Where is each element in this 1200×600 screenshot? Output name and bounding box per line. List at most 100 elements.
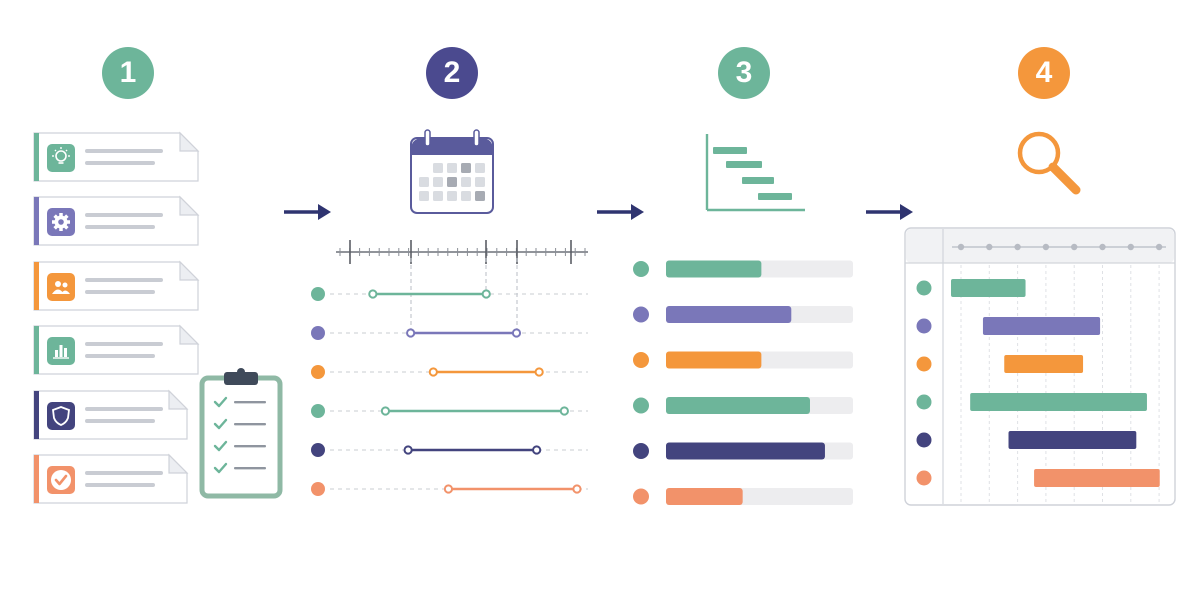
gantt-bar <box>1004 355 1084 373</box>
timeline-row-dot <box>311 365 325 379</box>
progress-fill <box>666 442 825 460</box>
chart-bar <box>55 350 58 357</box>
user-body <box>52 289 64 294</box>
task-card-fold <box>168 453 189 474</box>
user-head <box>62 282 68 288</box>
clipboard-check <box>213 440 228 452</box>
clipboard-board <box>199 375 283 499</box>
step-badge-1: 1 <box>102 47 154 99</box>
step-badge-4: 4 <box>1018 47 1070 99</box>
magnifier-icon <box>1017 131 1081 195</box>
check-circle-icon <box>51 470 71 490</box>
calendar-day <box>447 177 457 187</box>
progress-row-dot <box>633 352 649 368</box>
timeline-row <box>311 365 588 379</box>
gantt-header-marker <box>1014 243 1021 251</box>
gantt-row <box>916 317 1101 335</box>
gantt-row-dot <box>916 318 932 334</box>
task-card <box>33 260 200 311</box>
clipboard-check <box>213 418 228 430</box>
timeline-start-node <box>443 484 454 494</box>
task-card-line <box>85 290 155 294</box>
calendar-day <box>447 191 457 201</box>
bar-chart-icon <box>53 345 69 359</box>
gantt-row <box>916 431 1137 449</box>
gantt-row-dot <box>916 432 932 448</box>
timeline-row <box>311 443 588 457</box>
gantt-icon-bar <box>713 147 747 154</box>
gantt-header-marker <box>1127 243 1135 251</box>
user-head <box>55 281 61 287</box>
calendar-day <box>475 191 485 201</box>
gantt-panel-header <box>906 229 1174 263</box>
timeline-row-dot <box>311 326 325 340</box>
calendar-day <box>447 163 457 173</box>
gantt-row-dot <box>916 280 932 296</box>
progress-row-dot <box>633 443 649 459</box>
task-card-accent <box>34 197 39 245</box>
timeline-column <box>311 240 588 496</box>
calendar-ring <box>424 129 431 147</box>
progress-row <box>633 488 853 505</box>
shield-outline <box>52 406 70 426</box>
task-card-accent <box>34 262 39 310</box>
timeline-end-node <box>481 289 491 299</box>
progress-column <box>633 260 853 505</box>
gantt-row-dot <box>916 356 932 372</box>
task-card-line <box>85 483 155 487</box>
timeline-row <box>311 287 588 301</box>
lightbulb-icon <box>52 147 70 164</box>
progress-fill <box>666 306 792 323</box>
progress-row <box>633 442 853 460</box>
step-badge-3: 3 <box>718 47 770 99</box>
gantt-row-dot <box>916 470 932 486</box>
gantt-row <box>916 393 1147 411</box>
timeline-row <box>311 404 588 418</box>
task-card-line <box>85 149 163 153</box>
task-card <box>33 389 189 440</box>
bulb-glass <box>55 150 67 162</box>
progress-fill <box>666 397 810 414</box>
timeline-row <box>311 482 588 496</box>
timeline-row <box>311 326 588 340</box>
check-mark <box>54 474 68 486</box>
gantt-header-marker <box>1071 243 1078 251</box>
clipboard-check <box>213 462 228 474</box>
task-card-accent <box>34 133 39 181</box>
task-card-fold <box>179 195 200 216</box>
progress-row <box>633 397 853 414</box>
task-card-icon-tile <box>47 144 75 172</box>
progress-row <box>633 306 853 323</box>
arrow-head <box>900 204 913 220</box>
gantt-bar <box>982 317 1101 335</box>
clipboard-checklist-icon <box>199 368 283 499</box>
progress-row-dot <box>633 397 649 414</box>
gantt-chart-icon <box>705 134 805 212</box>
timeline-start-node <box>403 445 413 455</box>
arrow-head <box>631 204 644 220</box>
progress-row <box>633 351 853 369</box>
shield-icon <box>52 406 70 426</box>
gantt-row <box>916 469 1160 487</box>
progress-row <box>633 260 853 278</box>
timeline-start-node <box>380 406 391 416</box>
bulb-ray <box>54 149 57 152</box>
timeline-end-node <box>534 367 544 377</box>
gantt-bar <box>951 279 1026 297</box>
timeline-start-node <box>428 367 438 377</box>
task-card-line <box>85 213 163 217</box>
task-list-column <box>33 131 200 504</box>
clipboard-clip-ring <box>237 368 245 376</box>
timeline-end-node <box>511 328 522 338</box>
task-card-fold <box>179 131 200 152</box>
chart-bar <box>64 348 67 357</box>
timeline-start-node <box>406 328 416 338</box>
users-icon <box>52 281 70 294</box>
gantt-chart-panel <box>904 227 1176 506</box>
task-card-line <box>85 161 155 165</box>
magnifier-handle <box>1048 162 1081 195</box>
arrow-head <box>318 204 331 220</box>
task-card <box>33 324 200 375</box>
calendar-day <box>461 177 471 187</box>
flow-arrows <box>284 204 913 220</box>
